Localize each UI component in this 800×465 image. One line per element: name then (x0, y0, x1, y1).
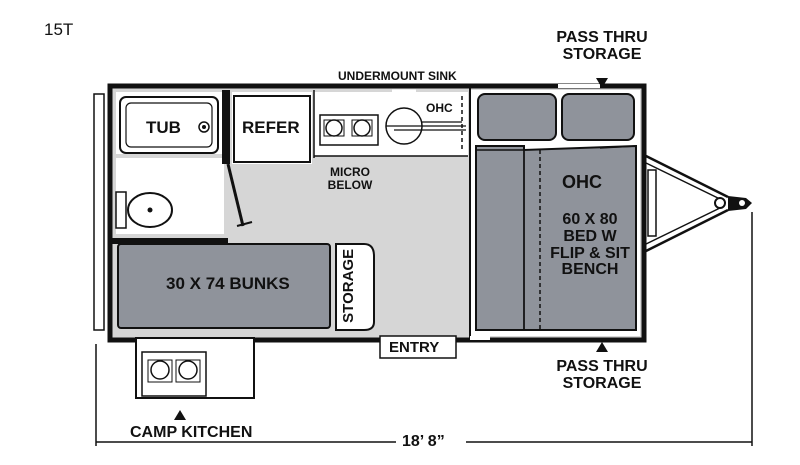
pass-thru-top-line2: STORAGE (562, 45, 642, 63)
pass-thru-top-line1: PASS THRU (556, 29, 648, 46)
bath-door (226, 163, 245, 227)
bed-line3: FLIP & SIT (550, 244, 630, 262)
entry-door (379, 335, 457, 359)
propane-box (647, 169, 657, 237)
tub-drain-icon (198, 121, 210, 133)
tongue-upper (643, 153, 729, 199)
outer-wall (107, 83, 647, 343)
entry-label: ENTRY (389, 339, 440, 356)
micro-line1: MICRO (330, 165, 370, 179)
bench-back-cushion-right (561, 93, 635, 141)
length-dimension-label: 18’ 8” (402, 433, 445, 450)
micro-below-label: MICRO BELOW (318, 166, 382, 191)
bunks-label: 30 X 74 BUNKS (166, 274, 290, 293)
bumper-strip (93, 93, 105, 331)
tub-inner (125, 102, 213, 148)
storage-label: STORAGE (340, 248, 358, 323)
arrow-up-icon-camp (174, 410, 186, 420)
tongue-lower (643, 208, 729, 254)
arrow-up-icon (596, 342, 608, 352)
tub-label: TUB (146, 118, 181, 137)
pass-thru-bottom-line2: STORAGE (562, 374, 642, 392)
bath-floor (116, 158, 224, 234)
ohc-bed-label: OHC (562, 172, 602, 192)
ohc-small-label: OHC (426, 101, 453, 115)
pass-thru-storage-top-label: PASS THRU STORAGE (546, 29, 658, 64)
jack-icon (714, 197, 726, 209)
bed-line1: 60 X 80 (562, 211, 618, 228)
model-name: 15T (44, 20, 74, 39)
bench-back-cushion-left (477, 93, 557, 141)
bath-bottom-wall (112, 238, 228, 244)
bed-line2: BED W (563, 227, 617, 245)
bunks (117, 243, 331, 329)
camp-kitchen-label: CAMP KITCHEN (130, 424, 253, 441)
micro-line2: BELOW (327, 177, 373, 192)
bed-line4: BENCH (561, 261, 619, 279)
pass-thru-storage-bottom-label: PASS THRU STORAGE (546, 358, 658, 393)
refer-label: REFER (242, 118, 300, 137)
toilet-tank (115, 191, 127, 229)
pass-thru-bottom-line1: PASS THRU (556, 358, 648, 375)
undermount-sink-label: UNDERMOUNT SINK (338, 69, 457, 83)
storage-cabinet (335, 243, 375, 331)
arrow-down-icon (596, 78, 608, 88)
bath-wall (222, 90, 230, 164)
bed-label: 60 X 80 BED W FLIP & SIT BENCH (540, 211, 640, 279)
refrigerator (233, 95, 311, 163)
